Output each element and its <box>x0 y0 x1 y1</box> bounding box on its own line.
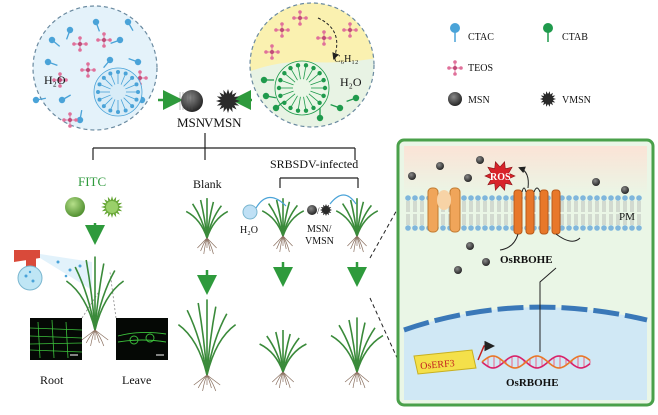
micelle-left <box>93 67 143 117</box>
osrbohe-membrane-label: OsRBOHE <box>500 254 553 266</box>
c6h12-label: C₆H₁₂ <box>334 54 358 65</box>
cell-mechanism-panel: PM OsRBOHE ROS <box>396 138 655 407</box>
legend: CTAC CTAB TEOS MSN VMSN <box>447 23 591 107</box>
legend-msn: MSN <box>448 92 490 106</box>
teos-molecules-left <box>52 32 148 128</box>
ros-label: ROS <box>490 172 511 183</box>
msn-product-label: MSN <box>177 115 206 130</box>
synthesis-water-circle: H₂O <box>32 5 158 131</box>
expression-arrow <box>539 267 557 352</box>
synthesis-oil-water-circle: C₆H₁₂ H₂O <box>249 2 375 128</box>
arrow-to-ros <box>518 166 529 189</box>
membrane-channel <box>427 187 461 233</box>
fitc-label: FITC <box>78 174 106 189</box>
vmsn-product-label: VMSN <box>204 115 242 130</box>
vmsn-particle <box>216 89 240 113</box>
branch-lines <box>92 133 359 188</box>
pm-label: PM <box>619 211 635 223</box>
blank-label: Blank <box>193 177 222 191</box>
fitc-particles <box>65 196 123 218</box>
legend-teos: TEOS <box>447 60 493 76</box>
zoom-line-cell-bottom <box>369 297 399 361</box>
root-label: Root <box>40 373 64 387</box>
leave-micrograph <box>116 318 168 360</box>
rice-plants <box>65 198 384 392</box>
zoom-line-cell-top <box>369 207 399 259</box>
zoom-line-root <box>81 289 101 319</box>
oserf3-label: OsERF3 <box>420 358 455 372</box>
legend-ctac: CTAC <box>450 23 494 43</box>
dna-helix <box>481 355 591 369</box>
osrbohe-protein <box>499 187 581 251</box>
h2o-label-right: H₂O <box>340 75 362 89</box>
ros-burst-icon: ROS <box>484 160 516 192</box>
leave-label: Leave <box>122 373 151 387</box>
msn-vmsn-treatment: / MSN/ VMSN <box>305 194 357 247</box>
cell-nanoparticles <box>408 156 629 274</box>
svg-text:MSN: MSN <box>468 95 490 106</box>
svg-text:VMSN: VMSN <box>562 95 591 106</box>
svg-text:VMSN: VMSN <box>305 236 334 247</box>
root-micrograph <box>29 318 83 360</box>
svg-text:CTAB: CTAB <box>562 32 588 43</box>
sprayer-icon <box>14 250 92 291</box>
teos-molecules-right <box>264 10 358 60</box>
legend-ctab: CTAB <box>543 23 588 43</box>
srbsdv-label: SRBSDV-infected <box>270 157 358 171</box>
osrbohe-dna-label: OsRBOHE <box>506 377 559 389</box>
h2o-label-left: H₂O <box>44 73 66 87</box>
svg-text:/: / <box>317 206 320 216</box>
svg-text:H₂O: H₂O <box>240 225 258 236</box>
ctac-molecules <box>32 18 146 124</box>
svg-text:TEOS: TEOS <box>468 63 493 74</box>
legend-vmsn: VMSN <box>540 91 591 107</box>
ctab-molecules <box>260 76 360 122</box>
oserf3-factor: OsERF3 <box>413 340 495 375</box>
svg-text:MSN/: MSN/ <box>307 224 332 235</box>
svg-text:CTAC: CTAC <box>468 32 494 43</box>
nucleus <box>403 304 648 400</box>
h2o-treatment: H₂O <box>240 196 287 236</box>
micelle-right <box>274 60 330 116</box>
